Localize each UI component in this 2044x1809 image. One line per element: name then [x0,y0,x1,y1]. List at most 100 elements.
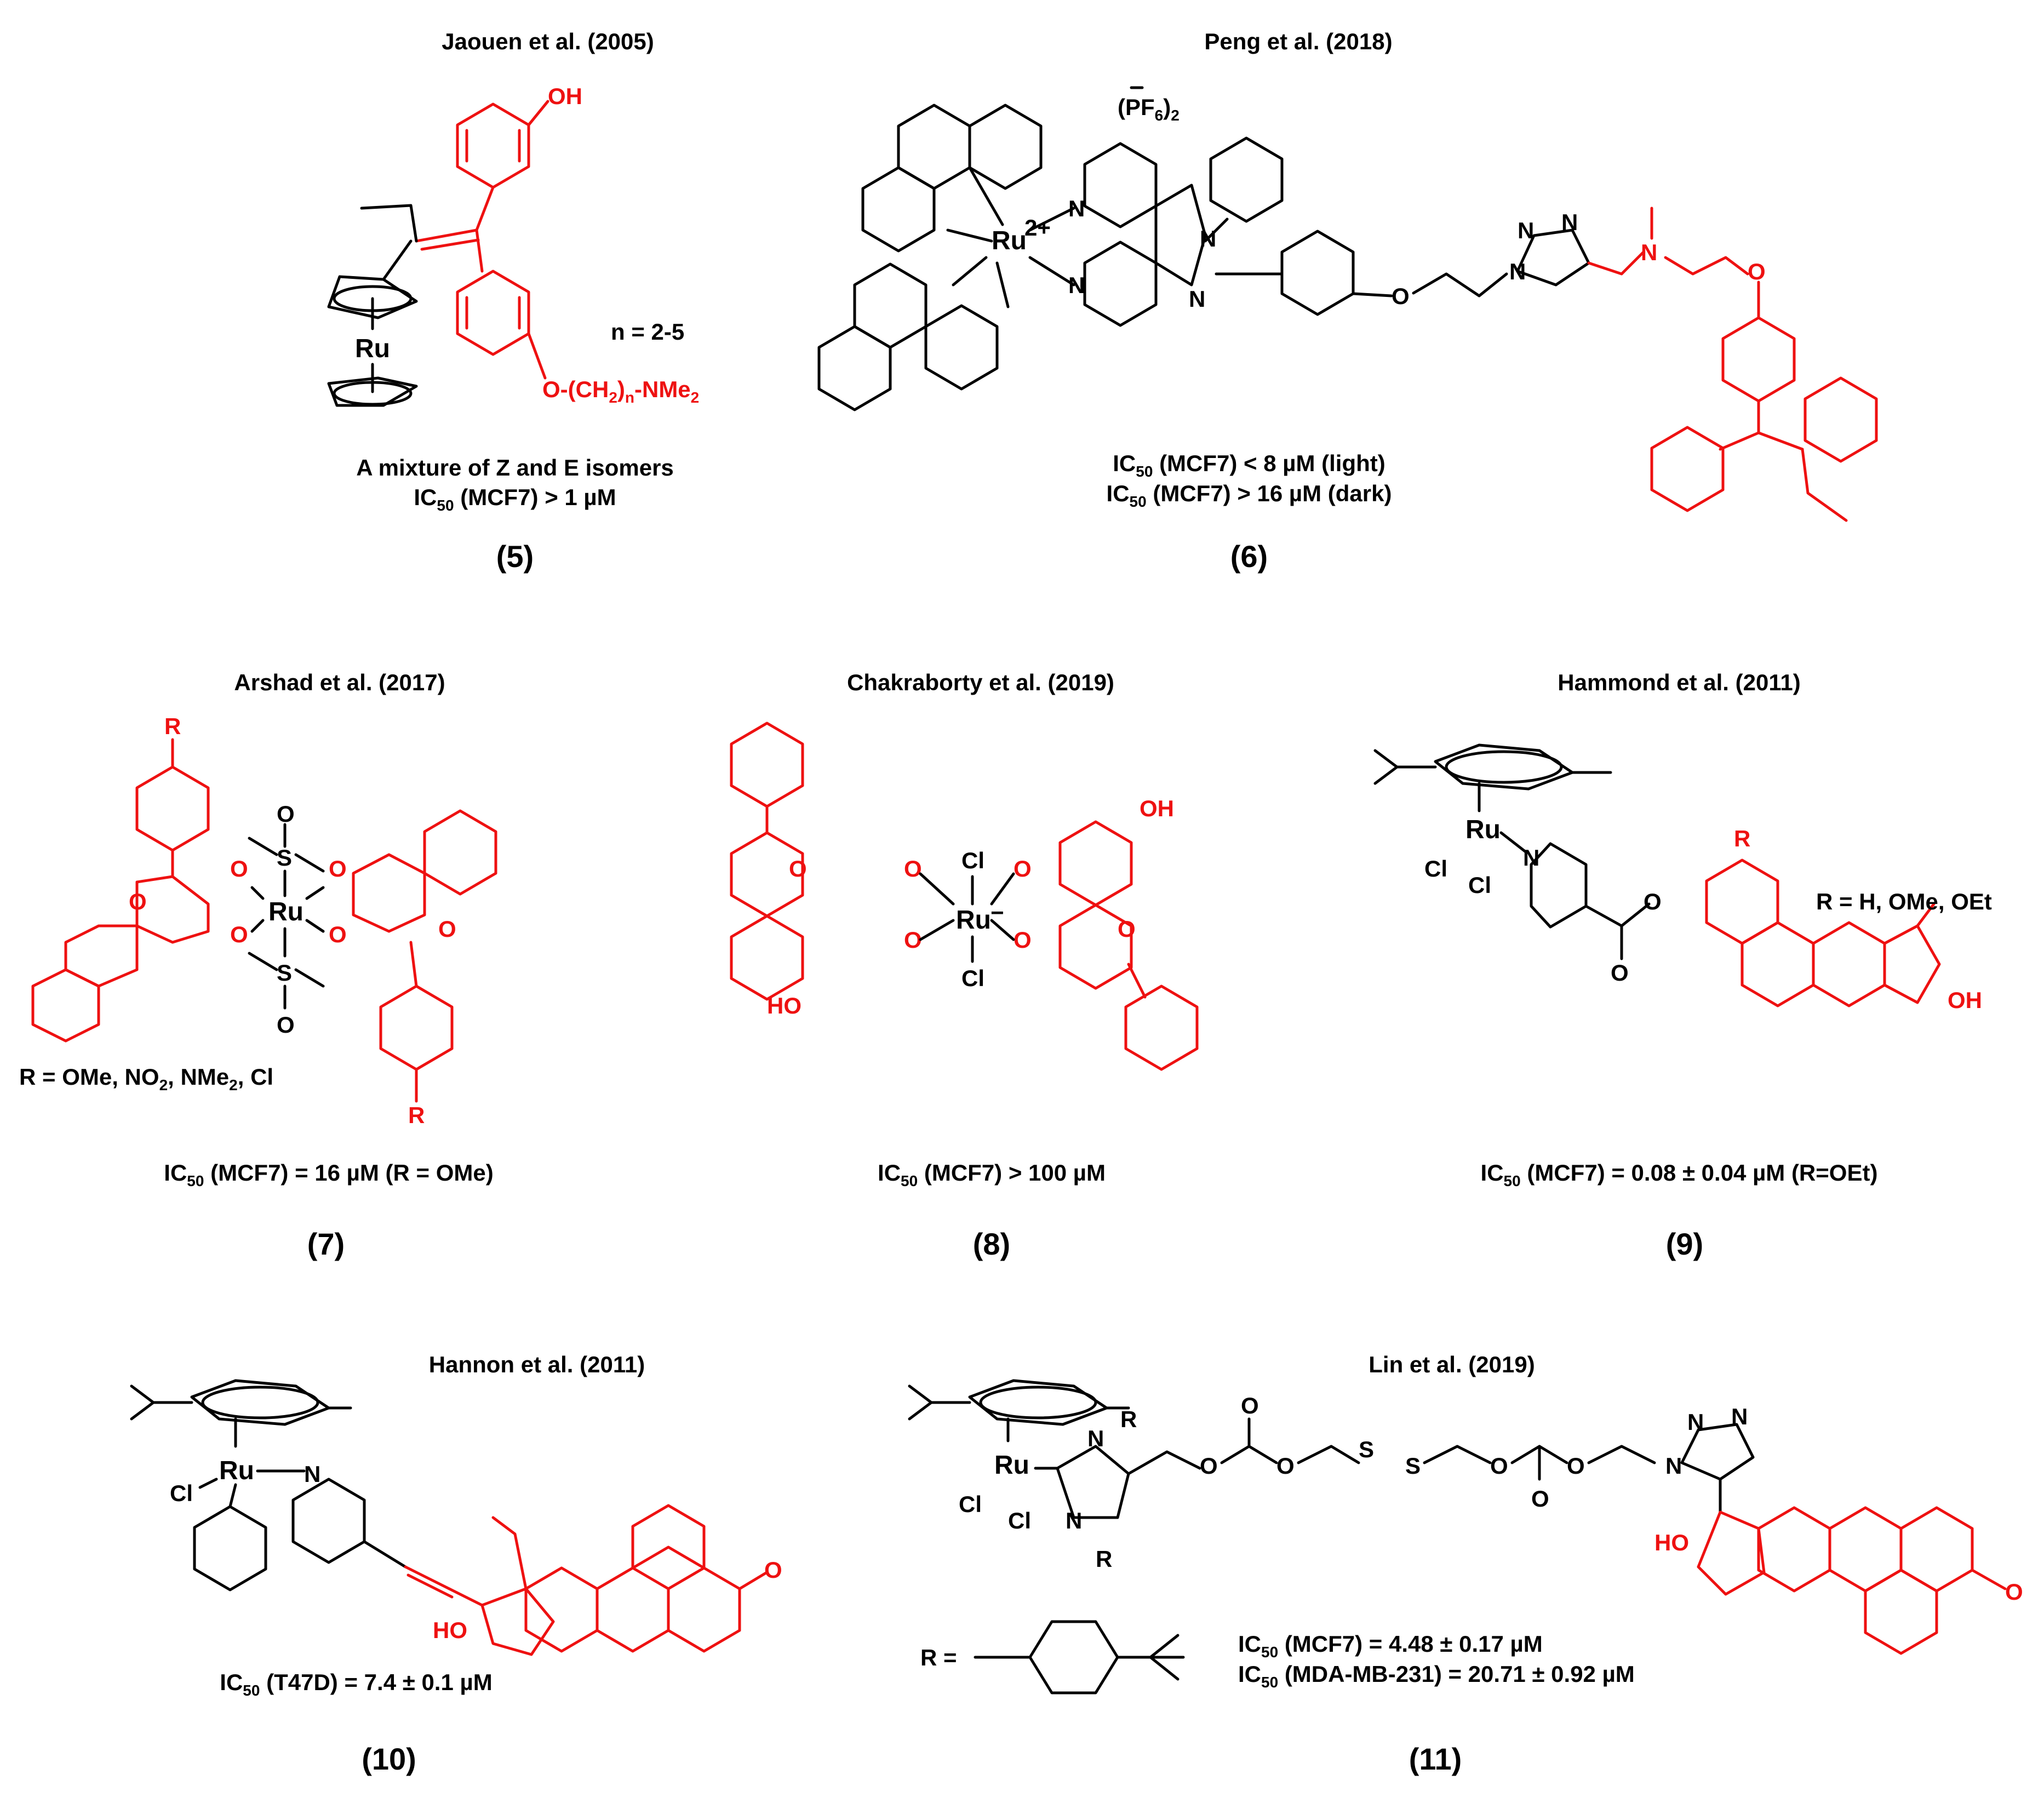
compound-7-number: (7) [307,1227,345,1261]
hydroxyl-label: HO [1654,1530,1689,1555]
sulfur-label: S [277,845,292,871]
chloride-label: Cl [1424,856,1447,881]
compound-8-author: Chakraborty et al. (2019) [847,669,1114,695]
nitrogen-label: N [1687,1409,1704,1435]
compound-6-tamoxifen-fragment [1650,280,1878,522]
compound-9: Hammond et al. (2011) Ru N Cl Cl O O R [1373,669,1992,1261]
r-group-label: R [1096,1546,1112,1572]
nitrogen-label: N [1087,1426,1104,1451]
compound-10-ic50: IC50 (T47D) = 7.4 ± 0.1 µM [220,1669,492,1699]
oxygen-label: O [438,916,456,942]
compound-11-steroid-fragment: HO O [1654,1506,2023,1655]
compound-10-ruthenium-complex: Ru N Cl [130,1379,407,1592]
compound-8-number: (8) [973,1227,1010,1261]
r-group-label: R [164,713,181,739]
compound-10: Hannon et al. (2011) Ru N Cl HO [130,1352,782,1776]
counterion-label: (PF6)2 [1118,94,1180,124]
oxygen-label: O [2005,1579,2023,1605]
oxygen-label: O [764,1557,782,1583]
compound-6-ic50-dark: IC50 (MCF7) > 16 µM (dark) [1107,480,1392,510]
compound-5-ruthenocene: Ru [327,204,418,407]
compound-7-ruthenium-core: Ru S O S O [248,801,325,1038]
compound-5-n-range: n = 2-5 [611,319,684,345]
compound-7-r-definition: R = OMe, NO2, NMe2, Cl [19,1064,273,1094]
compound-7-author: Arshad et al. (2017) [234,669,445,695]
compound-6-ruthenium-complex: Ru 2+ N N N N O [817,104,1766,411]
oxygen-label: O [1241,1393,1259,1418]
hydroxyl-label: OH [1140,795,1174,821]
ruthenium-label: Ru [1465,815,1501,844]
nitrogen-label: N [304,1461,320,1487]
chloride-label: Cl [961,848,984,873]
compound-8-ruthenium-core: Ru − Cl Cl [919,848,1015,991]
compound-6-author: Peng et al. (2018) [1204,28,1392,54]
oxygen-label: O [277,801,295,827]
oxygen-label: O [1392,283,1410,309]
ruthenium-label: Ru [268,897,304,926]
hydroxyl-label: HO [767,993,801,1018]
oxygen-label: O [1490,1453,1508,1479]
compound-7-flavonol-ligands: R O O O O O O R [31,713,497,1128]
hydroxyl-label: OH [1948,987,1982,1013]
oxygen-label: O [329,856,347,881]
compound-9-r-definition: R = H, OMe, OEt [1816,889,1992,914]
compound-6: Peng et al. (2018) (PF6)2 Ru 2+ N N N N [817,28,1878,574]
oxygen-label: O [1567,1453,1585,1479]
oxygen-label: O [904,927,922,953]
nitrogen-label: N [1066,1508,1082,1533]
compound-7: Arshad et al. (2017) R O O O O O O R Ru … [19,669,497,1261]
chloride-label: Cl [959,1491,982,1517]
compound-8-ic50: IC50 (MCF7) > 100 µM [878,1160,1106,1189]
sulfur-label: S [1405,1453,1421,1479]
nitrogen-label: N [1509,259,1526,284]
oxygen-label: O [1118,916,1136,942]
compound-8-chrysin-ligands: O O O HO O O OH O [730,722,1199,1071]
nitrogen-label: N [1068,272,1085,298]
compound-8: Chakraborty et al. (2019) O O O HO O O O… [730,669,1199,1261]
ruthenium-label: Ru [994,1451,1029,1480]
oxygen-label: O [1748,259,1766,284]
compound-5-ic50: IC50 (MCF7) > 1 µM [414,484,616,514]
compound-6-ic50-light: IC50 (MCF7) < 8 µM (light) [1113,450,1385,480]
compound-11: Lin et al. (2019) Ru Cl Cl N N R R O O O… [908,1352,2023,1776]
compound-10-number: (10) [362,1742,416,1776]
compound-11-ruthenium-nhc: Ru Cl Cl N N R R O O O S S O O O [908,1379,1755,1572]
chloride-label: Cl [961,965,984,991]
oxygen-label: O [1644,889,1662,914]
compound-11-ic50-mcf7: IC50 (MCF7) = 4.48 ± 0.17 µM [1238,1631,1543,1661]
compound-9-estradiol-fragment: R OH [1705,826,1982,1013]
oxygen-label: O [1014,856,1032,881]
compound-5-tamoxifen-fragment: OH [415,83,582,380]
compound-11-r-group: R = [920,1620,1185,1694]
chloride-label: Cl [170,1480,193,1506]
compound-5-isomer-note: A mixture of Z and E isomers [356,455,674,480]
compound-6-number: (6) [1230,539,1268,574]
compound-7-ic50: IC50 (MCF7) = 16 µM (R = OMe) [164,1160,493,1189]
compound-9-ic50: IC50 (MCF7) = 0.08 ± 0.04 µM (R=OEt) [1481,1160,1878,1189]
compound-5: Jaouen et al. (2005) OH Ru [327,28,699,574]
ruthenium-label: Ru [956,906,991,935]
r-group-label: R [1734,826,1750,851]
sulfur-label: S [1359,1436,1374,1462]
oxygen-label: O [230,921,248,947]
compound-5-author: Jaouen et al. (2005) [442,28,654,54]
oxygen-label: O [1014,927,1032,953]
oxygen-label: O [789,856,807,881]
oxygen-label: O [904,856,922,881]
compound-10-author: Hannon et al. (2011) [429,1352,645,1377]
compound-9-author: Hammond et al. (2011) [1558,669,1800,695]
ruthenium-label: Ru [355,334,390,363]
compound-11-ic50-mda: IC50 (MDA-MB-231) = 20.71 ± 0.92 µM [1238,1661,1635,1691]
chloride-label: Cl [1468,872,1491,898]
compound-11-r-definition: R = [920,1645,957,1670]
compound-5-number: (5) [496,539,534,574]
compound-10-steroid-fragment: HO O [404,1504,782,1656]
compound-5-side-chain: O-(CH2)n-NMe2 [542,376,699,406]
oxygen-label: O [1276,1453,1295,1479]
compound-9-number: (9) [1666,1227,1703,1261]
compound-9-arene-ruthenium: Ru N Cl Cl O O [1373,743,1662,986]
nitrogen-label: N [1665,1453,1682,1479]
r-group-label: R [1120,1406,1137,1432]
compound-11-author: Lin et al. (2019) [1369,1352,1535,1377]
